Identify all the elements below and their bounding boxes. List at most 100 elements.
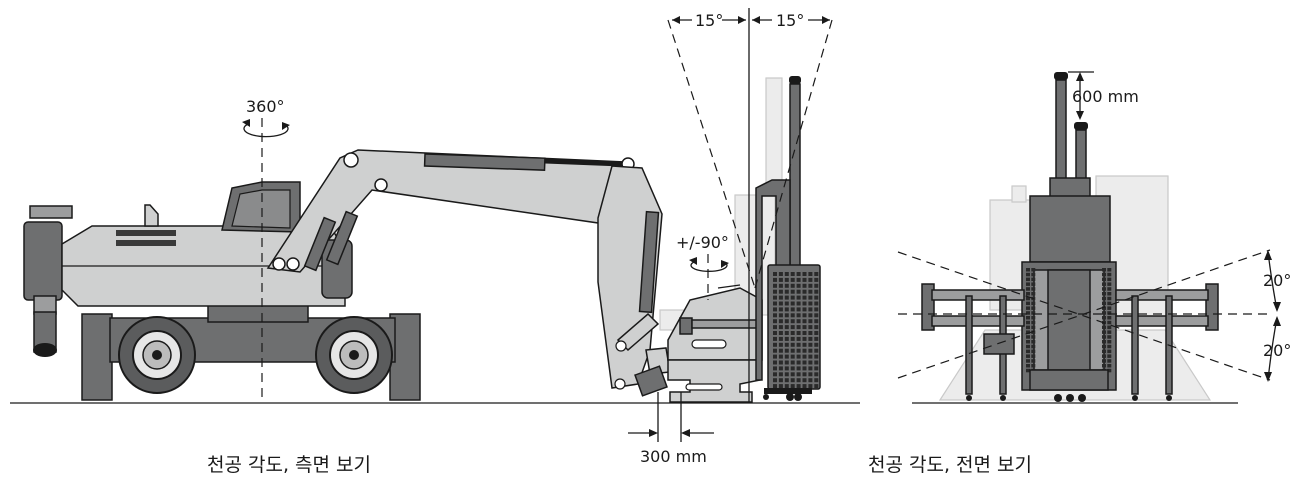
grid-cell xyxy=(773,336,777,341)
grid-cell xyxy=(790,295,795,300)
feed-extension-dimension: 600 mm xyxy=(1068,71,1139,120)
grid-cell xyxy=(1026,287,1030,291)
grid-cell xyxy=(1031,320,1036,325)
grid-cell xyxy=(1107,340,1112,344)
grid-cell xyxy=(796,354,801,359)
grid-cell xyxy=(802,331,807,335)
grid-cell xyxy=(808,384,813,389)
grid-cell xyxy=(1026,335,1030,339)
grid-cell xyxy=(1102,330,1106,334)
grid-cell xyxy=(773,283,777,288)
grid-cell xyxy=(814,354,819,359)
grid-cell xyxy=(1026,330,1030,334)
front-feet xyxy=(966,394,1172,402)
grid-cell xyxy=(808,354,813,359)
side-view: 360° 15° 15° +/-90° xyxy=(10,8,860,476)
grid-cell xyxy=(1107,359,1112,363)
grid-cell xyxy=(802,301,807,306)
offset-label: 300 mm xyxy=(640,447,707,466)
grid-cell xyxy=(773,277,777,282)
grid-cell xyxy=(790,384,795,389)
grid-cell xyxy=(1026,340,1030,344)
grid-cell xyxy=(784,307,789,312)
grid-cell xyxy=(790,325,795,330)
front-grid-right xyxy=(1102,268,1112,373)
grid-cell xyxy=(773,301,777,306)
grid-cell xyxy=(773,360,777,365)
grid-cell xyxy=(796,360,801,365)
grid-cell xyxy=(784,277,789,282)
grid-cell xyxy=(814,378,819,383)
grid-cell xyxy=(1107,311,1112,315)
grid-cell xyxy=(1102,306,1106,310)
grid-cell xyxy=(790,378,795,383)
grid-cell xyxy=(802,307,807,312)
grid-cell xyxy=(784,313,789,318)
grid-cell xyxy=(1107,292,1112,296)
grid-cell xyxy=(790,336,795,341)
grid-cell xyxy=(1031,335,1036,339)
grid-cell xyxy=(790,331,795,335)
grid-cell xyxy=(802,319,807,324)
grid-cell xyxy=(1107,335,1112,339)
grid-cell xyxy=(773,384,777,389)
grid-cell xyxy=(1107,287,1112,291)
grid-cell xyxy=(1102,272,1106,277)
grid-cell xyxy=(814,307,819,312)
grid-cell xyxy=(802,325,807,330)
grid-cell xyxy=(1107,349,1112,354)
engine-vents xyxy=(116,230,176,246)
grid-cell xyxy=(796,378,801,383)
grid-cell xyxy=(808,342,813,347)
grid-cell xyxy=(796,295,801,300)
grid-cell xyxy=(784,378,789,383)
grid-cell xyxy=(1031,344,1036,349)
grid-cell xyxy=(1031,268,1036,272)
grid-cell xyxy=(784,289,789,294)
grid-cell xyxy=(790,289,795,294)
grid-cell xyxy=(796,277,801,282)
grid-cell xyxy=(1026,368,1030,373)
grid-cell xyxy=(796,313,801,318)
grid-cell xyxy=(1102,296,1106,301)
grid-cell xyxy=(1102,325,1106,330)
grid-cell xyxy=(808,348,813,353)
grid-cell xyxy=(814,295,819,300)
grid-cell xyxy=(796,319,801,324)
tilt-right-label: 15° xyxy=(776,11,804,30)
drill-attachment-base xyxy=(667,284,763,403)
grid-cell xyxy=(784,366,789,371)
grid-cell xyxy=(1031,354,1036,358)
grid-cell xyxy=(773,354,777,359)
grid-cell xyxy=(1031,316,1036,320)
grid-cell xyxy=(790,360,795,365)
grid-cell xyxy=(778,384,783,389)
grid-cell xyxy=(773,313,777,318)
grid-cell xyxy=(790,348,795,353)
grid-cell xyxy=(814,331,819,335)
grid-cell xyxy=(784,384,789,389)
grid-cell xyxy=(778,289,783,294)
grid-cell xyxy=(778,348,783,353)
grid-cell xyxy=(814,272,819,276)
grid-cell xyxy=(778,301,783,306)
grid-cell xyxy=(808,307,813,312)
grid-cell xyxy=(1031,292,1036,296)
grid-cell xyxy=(808,313,813,318)
grid-cell xyxy=(778,325,783,330)
grid-cell xyxy=(802,366,807,371)
grid-cell xyxy=(796,301,801,306)
grid-cell xyxy=(1026,296,1030,301)
grid-cell xyxy=(796,366,801,371)
grid-cell xyxy=(778,277,783,282)
grid-cell xyxy=(773,272,777,276)
grid-cell xyxy=(802,313,807,318)
mast-rotation-marker: +/-90° xyxy=(676,233,729,300)
grid-cell xyxy=(1107,272,1112,277)
grid-cell xyxy=(784,325,789,330)
grid-cell xyxy=(1102,364,1106,368)
grid-cell xyxy=(1107,301,1112,306)
mast-tilt-marker: 15° 15° xyxy=(667,8,833,403)
grid-cell xyxy=(784,342,789,347)
